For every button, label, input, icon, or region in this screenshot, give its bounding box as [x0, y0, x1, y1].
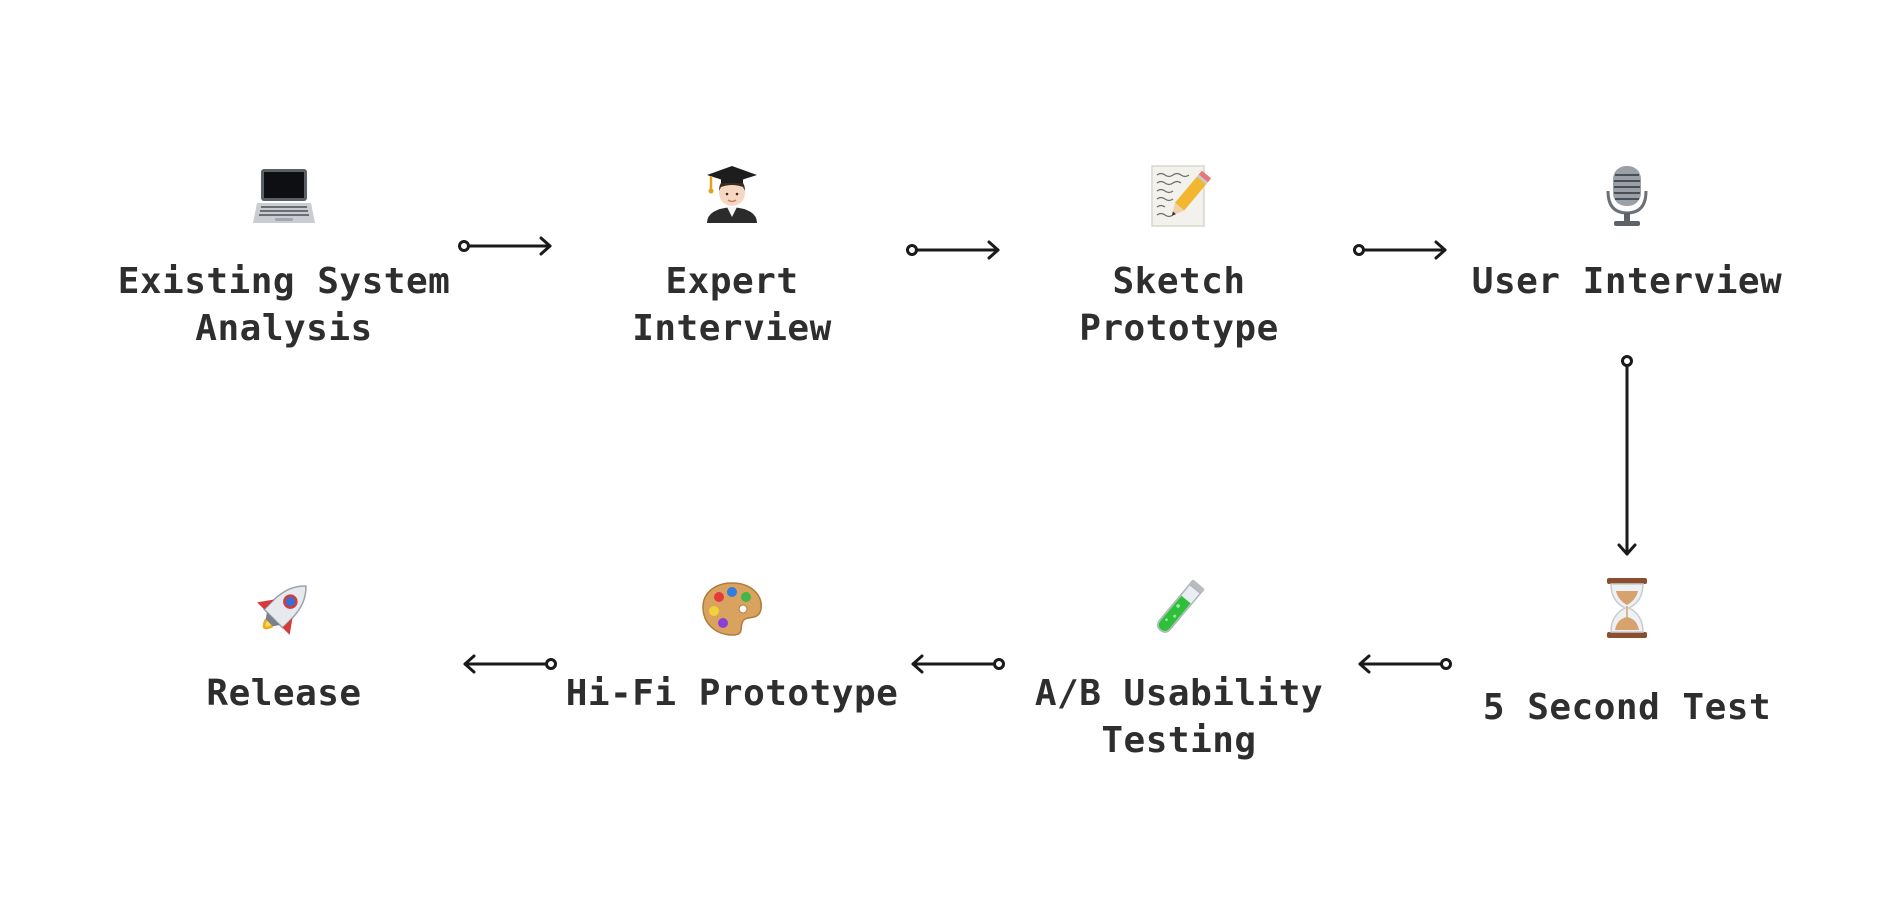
- memo-pencil-icon: [1143, 160, 1215, 232]
- step-user-interview: User Interview: [1447, 160, 1807, 305]
- step-existing-system-analysis: Existing System Analysis: [104, 160, 464, 352]
- step-hi-fi-prototype: Hi-Fi Prototype: [552, 572, 912, 717]
- graduate-icon: [696, 160, 768, 232]
- step-ab-usability-testing: A/B Usability Testing: [999, 572, 1359, 764]
- palette-icon: [696, 572, 768, 644]
- flow-arrow-right: [458, 236, 552, 256]
- test-tube-icon: [1143, 572, 1215, 644]
- microphone-icon: [1591, 160, 1663, 232]
- flow-arrow-down: [1617, 355, 1637, 556]
- step-sketch-prototype: Sketch Prototype: [999, 160, 1359, 352]
- laptop-icon: [248, 160, 320, 232]
- step-label: Existing System Analysis: [117, 261, 451, 349]
- flow-arrow-right: [1353, 240, 1447, 260]
- step-label: Release: [206, 673, 362, 714]
- step-label: User Interview: [1471, 261, 1783, 302]
- flow-arrow-left: [911, 654, 1005, 674]
- rocket-icon: [248, 572, 320, 644]
- step-label: Sketch Prototype: [1079, 261, 1279, 349]
- flow-arrow-right: [906, 240, 1000, 260]
- hourglass-icon: [1591, 572, 1663, 644]
- step-expert-interview: Expert Interview: [552, 160, 912, 352]
- step-label: 5 Second Test: [1482, 687, 1772, 728]
- step-release: Release: [104, 572, 464, 717]
- step-5-second-test: 5 Second Test: [1447, 572, 1807, 731]
- flow-arrow-left: [463, 654, 557, 674]
- step-label: Expert Interview: [632, 261, 832, 349]
- step-label: Hi-Fi Prototype: [565, 673, 899, 714]
- flow-arrow-left: [1358, 654, 1452, 674]
- step-label: A/B Usability Testing: [1034, 673, 1324, 761]
